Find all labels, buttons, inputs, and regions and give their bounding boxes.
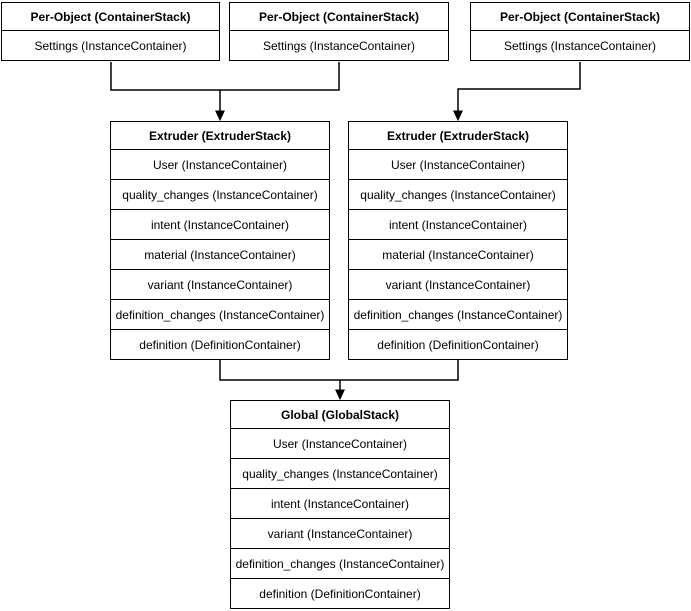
arrowhead-extruder2 bbox=[453, 110, 463, 122]
node-extruder-stack-1: Extruder (ExtruderStack) User (InstanceC… bbox=[110, 121, 330, 360]
container-row-user: User (InstanceContainer) bbox=[349, 149, 567, 179]
node-extruder-stack-2: Extruder (ExtruderStack) User (InstanceC… bbox=[348, 121, 568, 360]
container-row-settings: Settings (InstanceContainer) bbox=[471, 30, 689, 60]
node-title: Extruder (ExtruderStack) bbox=[386, 128, 530, 143]
container-row-definition-changes: definition_changes (InstanceContainer) bbox=[111, 299, 329, 329]
node-title: Global (GlobalStack) bbox=[280, 407, 400, 422]
node-title: Extruder (ExtruderStack) bbox=[148, 128, 292, 143]
edge-perobject3-extruder2 bbox=[457, 62, 581, 112]
container-row-quality-changes: quality_changes (InstanceContainer) bbox=[349, 179, 567, 209]
container-row-material: material (InstanceContainer) bbox=[349, 239, 567, 269]
edge-perobject1-extruder1 bbox=[110, 62, 220, 91]
edge-extruder2-global bbox=[340, 360, 459, 381]
node-title: Per-Object (ContainerStack) bbox=[30, 9, 191, 24]
container-row-variant: variant (InstanceContainer) bbox=[231, 518, 449, 548]
container-row-variant: variant (InstanceContainer) bbox=[349, 269, 567, 299]
container-row-definition: definition (DefinitionContainer) bbox=[111, 329, 329, 359]
container-row-definition: definition (DefinitionContainer) bbox=[231, 578, 449, 608]
container-row-intent: intent (InstanceContainer) bbox=[111, 209, 329, 239]
container-row-material: material (InstanceContainer) bbox=[111, 239, 329, 269]
node-title: Per-Object (ContainerStack) bbox=[499, 9, 661, 24]
container-row-definition: definition (DefinitionContainer) bbox=[349, 329, 567, 359]
container-row-quality-changes: quality_changes (InstanceContainer) bbox=[111, 179, 329, 209]
container-row-settings: Settings (InstanceContainer) bbox=[2, 30, 219, 60]
container-row-quality-changes: quality_changes (InstanceContainer) bbox=[231, 458, 449, 488]
node-global-stack: Global (GlobalStack) User (InstanceConta… bbox=[230, 400, 450, 609]
container-row-definition-changes: definition_changes (InstanceContainer) bbox=[349, 299, 567, 329]
container-row-user: User (InstanceContainer) bbox=[231, 428, 449, 458]
container-row-intent: intent (InstanceContainer) bbox=[349, 209, 567, 239]
edge-extruder1-global bbox=[219, 360, 340, 381]
arrowhead-global bbox=[335, 389, 345, 401]
node-title: Per-Object (ContainerStack) bbox=[258, 9, 420, 24]
edge-perobject2-extruder1 bbox=[220, 62, 340, 91]
arrowhead-extruder1 bbox=[215, 110, 225, 122]
container-row-intent: intent (InstanceContainer) bbox=[231, 488, 449, 518]
node-per-object-stack-2: Per-Object (ContainerStack) Settings (In… bbox=[229, 2, 449, 61]
container-row-settings: Settings (InstanceContainer) bbox=[230, 30, 448, 60]
container-row-user: User (InstanceContainer) bbox=[111, 149, 329, 179]
node-per-object-stack-3: Per-Object (ContainerStack) Settings (In… bbox=[470, 2, 690, 61]
container-row-variant: variant (InstanceContainer) bbox=[111, 269, 329, 299]
container-row-definition-changes: definition_changes (InstanceContainer) bbox=[231, 548, 449, 578]
node-per-object-stack-1: Per-Object (ContainerStack) Settings (In… bbox=[1, 2, 220, 61]
